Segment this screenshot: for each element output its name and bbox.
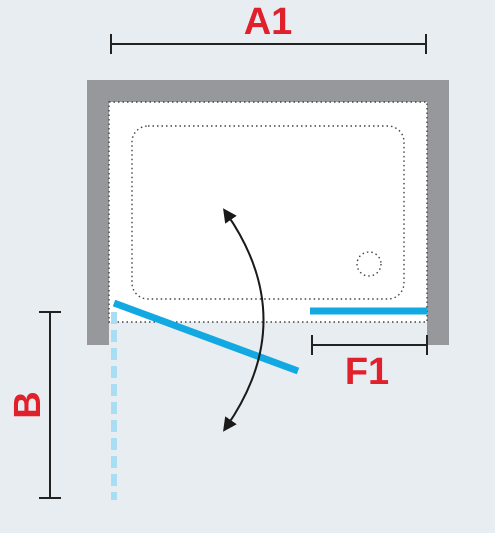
dimension-b <box>39 311 61 499</box>
dimension-a1 <box>110 34 427 54</box>
dimension-a1-label: A1 <box>244 1 293 43</box>
right-wall <box>427 80 449 345</box>
left-wall <box>87 80 109 345</box>
dimension-f1-label: F1 <box>345 351 389 393</box>
shower-tray <box>108 101 428 323</box>
drain-icon <box>356 251 382 277</box>
hinged-door-panel <box>112 299 300 375</box>
tray-basin-outline <box>131 125 405 300</box>
dimension-b-label: B <box>7 391 49 418</box>
back-wall <box>87 80 449 102</box>
swing-arc-double-arrow-icon <box>223 208 265 432</box>
dimension-f1 <box>311 335 428 355</box>
